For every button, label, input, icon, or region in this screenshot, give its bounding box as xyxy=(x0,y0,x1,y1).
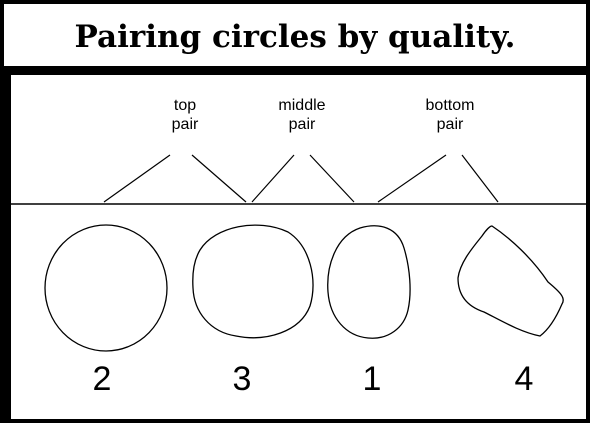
circle-4 xyxy=(458,226,563,336)
connector-top-pair-right xyxy=(192,155,246,202)
label-top-pair-line2: pair xyxy=(150,115,220,134)
connector-bottom-pair-right xyxy=(462,155,498,202)
label-bottom-pair-line1: bottom xyxy=(410,96,490,115)
title-divider xyxy=(2,66,588,75)
connector-top-pair-left xyxy=(104,155,170,202)
label-top-pair: top pair xyxy=(150,96,220,134)
label-top-pair-line1: top xyxy=(150,96,220,115)
label-middle-pair-line2: pair xyxy=(262,115,342,134)
circle-number-2: 2 xyxy=(82,360,122,399)
circle-1 xyxy=(328,226,410,338)
left-edge xyxy=(2,70,11,421)
circle-number-4: 4 xyxy=(504,360,544,399)
label-middle-pair-line1: middle xyxy=(262,96,342,115)
label-bottom-pair-line2: pair xyxy=(410,115,490,134)
label-bottom-pair: bottom pair xyxy=(410,96,490,134)
connector-middle-pair-left xyxy=(252,155,294,202)
label-middle-pair: middle pair xyxy=(262,96,342,134)
circle-number-3: 3 xyxy=(222,360,262,399)
page-title: Pairing circles by quality. xyxy=(8,8,582,66)
connector-middle-pair-right xyxy=(310,155,354,202)
connector-bottom-pair-left xyxy=(378,155,446,202)
circle-number-1: 1 xyxy=(352,360,392,399)
circle-3 xyxy=(193,225,313,338)
circle-2 xyxy=(45,225,167,351)
